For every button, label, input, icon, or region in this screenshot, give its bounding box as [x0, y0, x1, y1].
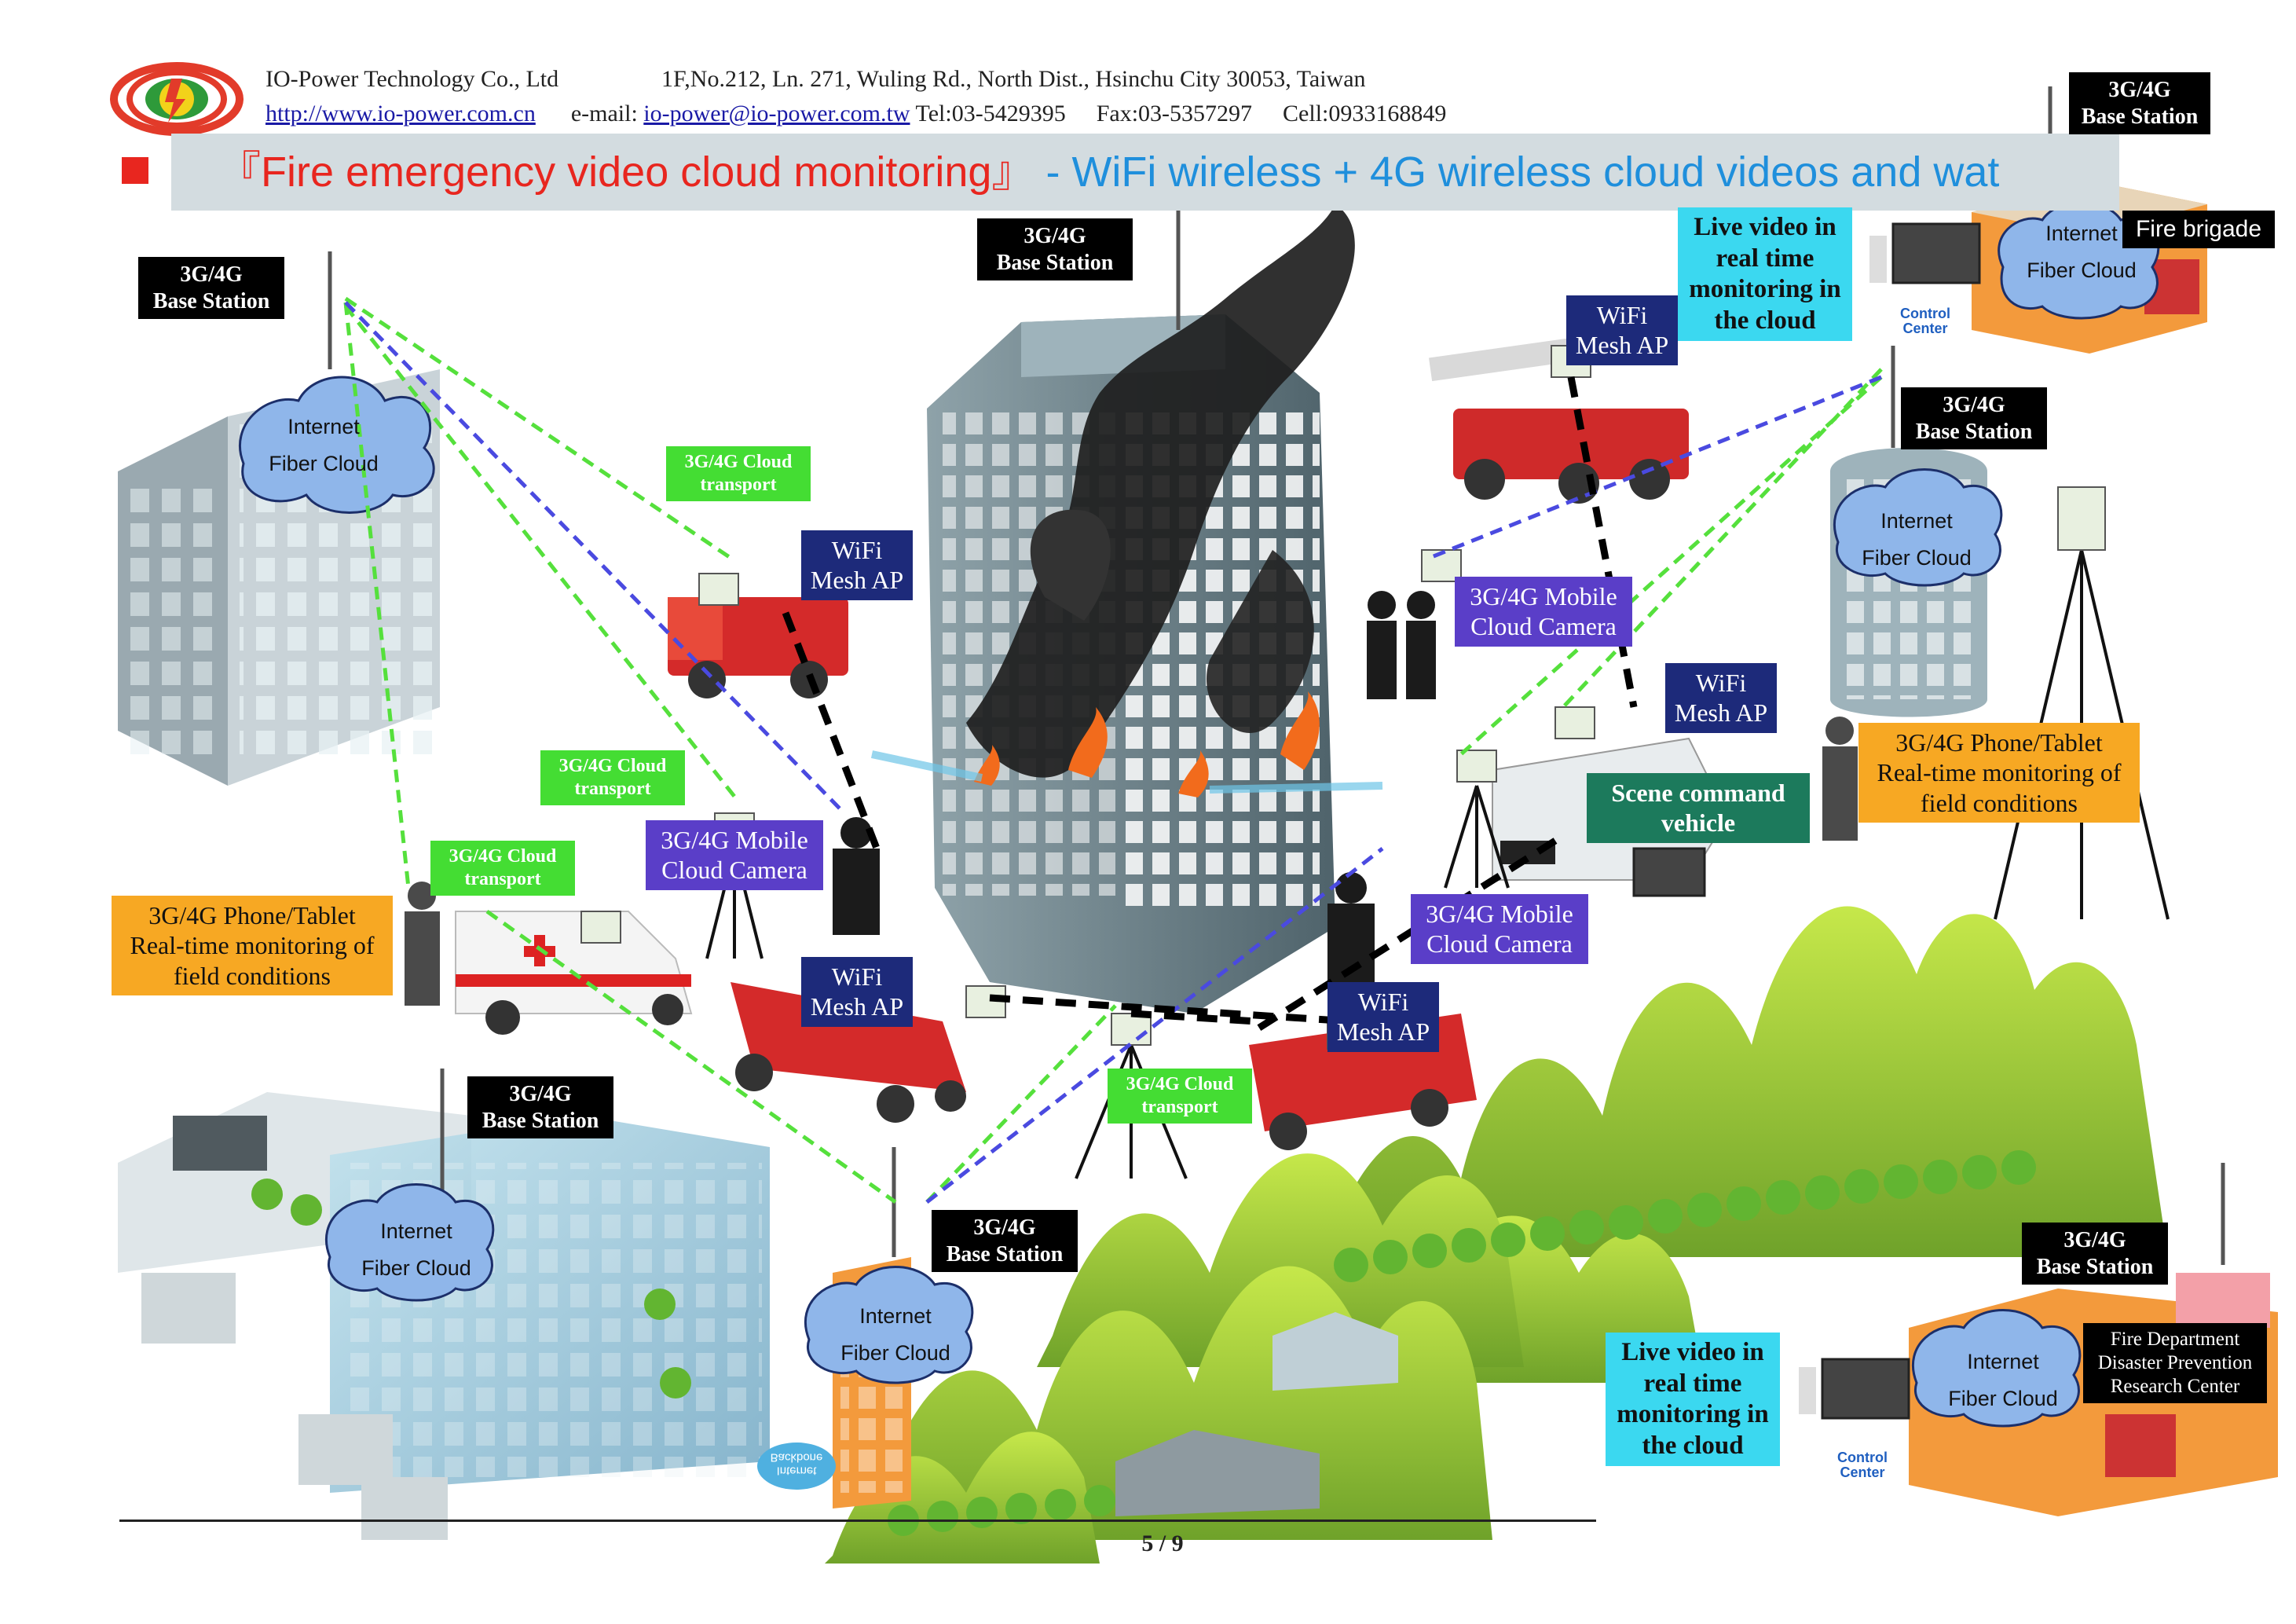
green-hills [825, 906, 2168, 1564]
company-name: IO-Power Technology Co., Ltd [265, 66, 559, 92]
header-contact-row: http://www.io-power.com.cn e-mail: io-po… [265, 101, 1446, 127]
company-logo [110, 62, 244, 136]
fire-truck-left [668, 597, 848, 698]
firefighters [833, 591, 1436, 990]
blue-links [344, 301, 1882, 1204]
cell: Cell:0933168849 [1283, 101, 1447, 126]
ambulance [455, 911, 693, 1035]
burning-tower [870, 204, 1383, 1014]
title-bar: 『Fire emergency video cloud monitoring』 … [171, 134, 2119, 211]
email-link[interactable]: io-power@io-power.com.tw [643, 101, 910, 126]
warehouses [1115, 1312, 1398, 1516]
page-number: 5 / 9 [1141, 1531, 1184, 1556]
black-links [782, 376, 1638, 1032]
people [405, 717, 1858, 1006]
website-link[interactable]: http://www.io-power.com.cn [265, 101, 536, 126]
tel: Tel:03-5429395 [915, 101, 1066, 126]
green-links [343, 296, 1883, 1204]
footer-rule [119, 1520, 1596, 1522]
title-bullet [122, 157, 148, 184]
internet-backbone-badge [757, 1443, 836, 1490]
monitors [1632, 222, 1981, 1420]
company-address: 1F,No.212, Ln. 271, Wuling Rd., North Di… [661, 66, 1366, 92]
fire-brigade-label: Fire brigade [2122, 211, 2275, 248]
page-title: 『Fire emergency video cloud monitoring』 … [171, 134, 2119, 211]
fire-truck-bottom-left [731, 982, 966, 1123]
title-red: 『Fire emergency video cloud monitoring』 [218, 148, 1034, 196]
fiber-clouds [238, 201, 2160, 1428]
email-label: e-mail: [570, 101, 638, 126]
fax: Fax:03-5357297 [1096, 101, 1253, 126]
title-blue: - WiFi wireless + 4G wireless cloud vide… [1045, 148, 2000, 196]
tripod-camera-heads [580, 345, 2106, 1050]
